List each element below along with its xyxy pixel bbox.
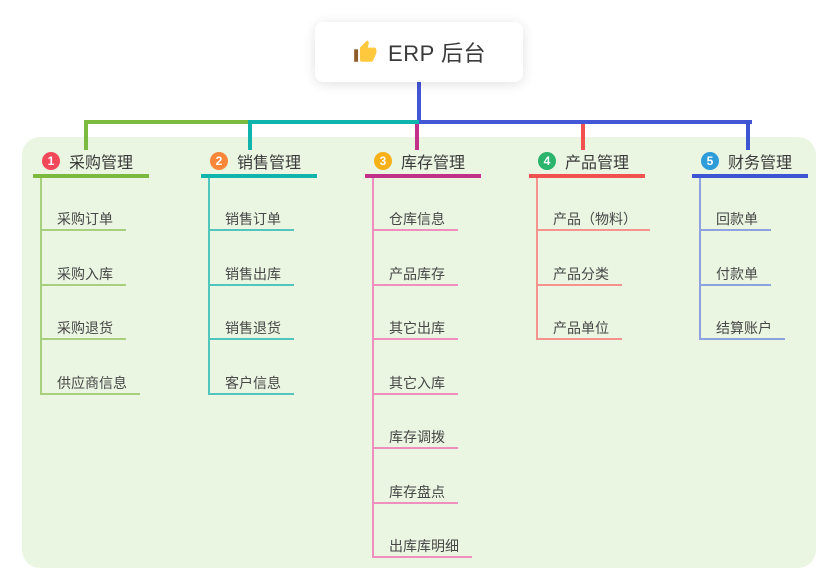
child-node[interactable]: 产品单位 — [553, 320, 609, 336]
child-underline — [372, 556, 472, 558]
branch-1-title[interactable]: 1 采购管理 — [42, 149, 133, 173]
branch-2-title-label: 销售管理 — [237, 155, 302, 172]
bus-segment-3 — [419, 120, 752, 124]
child-underline — [208, 393, 294, 395]
root-node[interactable]: ERP 后台 — [315, 22, 523, 82]
branch-2-title[interactable]: 2 销售管理 — [210, 149, 301, 173]
branch-2-drop-line — [248, 120, 252, 150]
child-underline — [208, 338, 294, 340]
bus-segment-2 — [250, 120, 419, 124]
child-node[interactable]: 出库库明细 — [389, 538, 459, 554]
child-node[interactable]: 销售订单 — [225, 211, 281, 227]
child-node[interactable]: 其它出库 — [389, 320, 445, 336]
child-underline — [536, 229, 650, 231]
child-underline — [699, 229, 771, 231]
root-connector-line — [417, 82, 421, 124]
child-underline — [536, 284, 622, 286]
branch-5-badge: 5 — [701, 152, 719, 170]
branch-5-title-label: 财务管理 — [728, 155, 793, 172]
child-underline — [40, 284, 126, 286]
branch-2-badge: 2 — [210, 152, 228, 170]
child-underline — [40, 393, 140, 395]
child-node[interactable]: 产品分类 — [553, 266, 609, 282]
child-node[interactable]: 回款单 — [716, 211, 758, 227]
child-underline — [40, 229, 126, 231]
branch-3-title-label: 库存管理 — [401, 155, 466, 172]
child-node[interactable]: 客户信息 — [225, 375, 281, 391]
child-node[interactable]: 采购订单 — [57, 211, 113, 227]
child-underline — [208, 229, 294, 231]
child-node[interactable]: 销售退货 — [225, 320, 281, 336]
bus-segment-1 — [84, 120, 250, 124]
child-underline — [372, 338, 458, 340]
branch-3-badge: 3 — [374, 152, 392, 170]
branch-3-spine — [372, 178, 374, 558]
branch-1-drop-line — [84, 120, 88, 150]
branch-5-title[interactable]: 5 财务管理 — [701, 149, 792, 173]
branch-2-title-underline — [201, 174, 317, 178]
child-underline — [699, 284, 771, 286]
child-node[interactable]: 付款单 — [716, 266, 758, 282]
branch-4-spine — [536, 178, 538, 340]
child-node[interactable]: 结算账户 — [716, 320, 772, 336]
branch-1-title-label: 采购管理 — [69, 155, 134, 172]
branch-3-title-underline — [365, 174, 481, 178]
child-node[interactable]: 库存盘点 — [389, 484, 445, 500]
branch-3-title[interactable]: 3 库存管理 — [374, 149, 465, 173]
child-underline — [699, 338, 785, 340]
child-underline — [372, 229, 458, 231]
child-node[interactable]: 产品（物料） — [553, 211, 637, 227]
child-underline — [40, 338, 126, 340]
child-underline — [372, 284, 458, 286]
root-title: ERP 后台 — [388, 41, 486, 66]
child-node[interactable]: 供应商信息 — [57, 375, 127, 391]
thumbs-up-icon — [354, 40, 377, 62]
child-underline — [372, 502, 458, 504]
child-node[interactable]: 产品库存 — [389, 266, 445, 282]
branch-3-drop-line — [415, 124, 419, 150]
child-underline — [372, 393, 458, 395]
branch-1-title-underline — [33, 174, 149, 178]
child-underline — [208, 284, 294, 286]
child-node[interactable]: 采购入库 — [57, 266, 113, 282]
branch-4-title-label: 产品管理 — [565, 155, 630, 172]
branch-4-title-underline — [529, 174, 645, 178]
branch-2-spine — [208, 178, 210, 395]
child-node[interactable]: 仓库信息 — [389, 211, 445, 227]
child-node[interactable]: 库存调拨 — [389, 429, 445, 445]
branch-1-spine — [40, 178, 42, 395]
branch-1-badge: 1 — [42, 152, 60, 170]
branch-4-badge: 4 — [538, 152, 556, 170]
child-node[interactable]: 其它入库 — [389, 375, 445, 391]
mindmap-panel — [22, 137, 816, 568]
branch-4-drop-line — [581, 124, 585, 150]
child-node[interactable]: 销售出库 — [225, 266, 281, 282]
child-node[interactable]: 采购退货 — [57, 320, 113, 336]
branch-5-title-underline — [692, 174, 808, 178]
branch-5-drop-line — [746, 120, 750, 150]
child-underline — [536, 338, 622, 340]
branch-5-spine — [699, 178, 701, 340]
child-underline — [372, 447, 458, 449]
branch-4-title[interactable]: 4 产品管理 — [538, 149, 629, 173]
